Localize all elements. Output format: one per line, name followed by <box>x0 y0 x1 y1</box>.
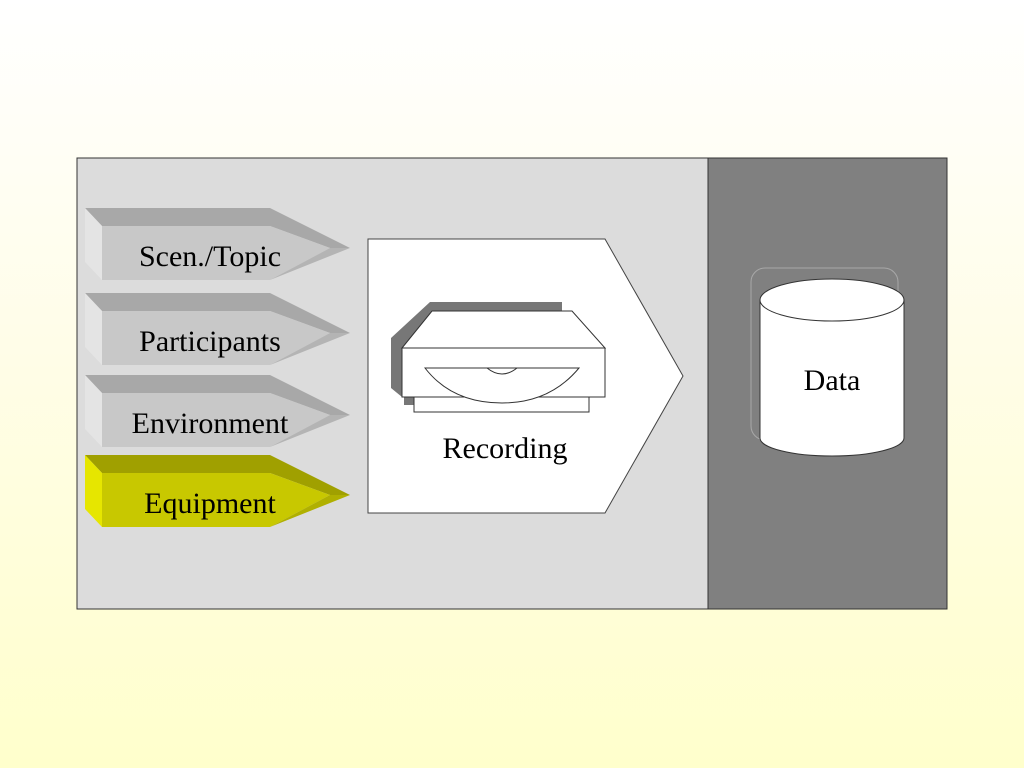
input-tag-environment: Environment <box>85 375 350 447</box>
input-tag-label: Environment <box>132 407 289 440</box>
recording-process-shape: Recording <box>367 238 684 514</box>
process-label: Recording <box>443 432 568 465</box>
output-label: Data <box>804 364 861 397</box>
input-tag-scen-topic: Scen./Topic <box>85 208 350 280</box>
input-tag-participants: Participants <box>85 293 350 365</box>
input-tag-label: Scen./Topic <box>139 240 281 273</box>
database-cylinder-icon: Data <box>750 267 905 457</box>
input-tag-label: Equipment <box>144 487 276 520</box>
input-tag-label: Participants <box>139 325 281 358</box>
input-tag-equipment: Equipment <box>85 455 350 527</box>
disc-drive-icon <box>391 302 607 413</box>
